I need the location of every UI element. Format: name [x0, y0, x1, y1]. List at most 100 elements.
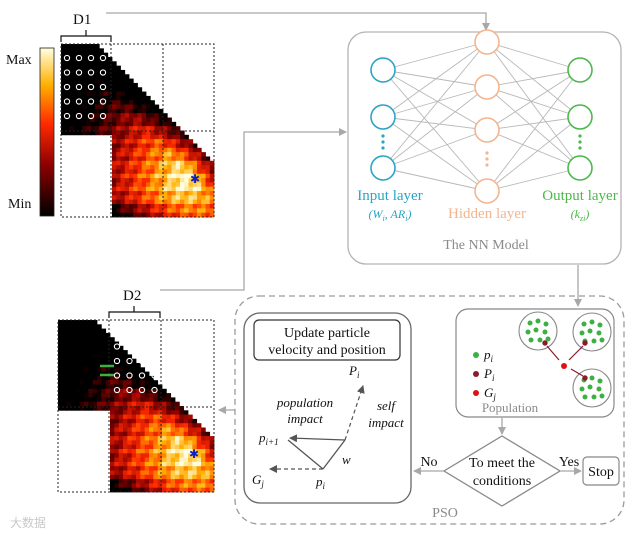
heatmap-cell: [175, 449, 180, 454]
swarm-pbest-2: [582, 340, 588, 346]
heatmap-cell: [136, 474, 141, 480]
heatmap-cell: [163, 165, 168, 170]
heatmap-cell: [112, 147, 117, 153]
heatmap-cell: [110, 436, 115, 441]
heatmap-cell: [66, 367, 72, 372]
heatmap-cell: [88, 401, 94, 407]
heatmap-cell: [166, 397, 172, 403]
heatmap-cell: [116, 65, 121, 71]
heatmap-cell: [171, 178, 177, 183]
heatmap-cell: [116, 186, 121, 192]
heatmap-cell: [97, 358, 102, 364]
heatmap-cell: [192, 160, 198, 166]
heatmap-cell: [188, 195, 194, 201]
heatmap-cell: [90, 48, 96, 54]
heatmap-cell: [99, 61, 104, 67]
heatmap-cell: [146, 195, 151, 201]
heatmap-cell: [79, 337, 85, 342]
heatmap-cell: [140, 444, 146, 450]
heatmap-cell: [201, 436, 206, 441]
heatmap-cell: [123, 461, 128, 467]
heatmap-cell: [123, 401, 128, 407]
heatmap-cell: [188, 461, 193, 467]
nn-output-ellipsis: [578, 146, 582, 150]
heatmap-cell: [163, 173, 168, 179]
heatmap-cell: [170, 418, 176, 424]
heatmap-cell: [123, 414, 128, 420]
heatmap-cell: [99, 56, 104, 62]
heatmap-cell: [110, 470, 115, 476]
heatmap-cell: [144, 397, 150, 403]
heatmap-cell: [123, 436, 128, 441]
heatmap-cell: [82, 108, 87, 114]
heatmap-cell: [78, 113, 83, 118]
heatmap-cell: [71, 401, 76, 407]
heatmap-cell: [153, 461, 159, 467]
heatmap-cell: [101, 328, 107, 334]
heatmap-cell: [116, 104, 121, 110]
heatmap-cell: [197, 195, 202, 201]
heatmap-cell: [205, 204, 211, 209]
heatmap-cell: [75, 341, 81, 347]
heatmap-cell: [71, 406, 76, 411]
heatmap-cell: [69, 91, 75, 97]
nn-output-ellipsis: [578, 134, 582, 138]
heatmap-cell: [114, 350, 120, 355]
heatmap-cell: [110, 423, 115, 428]
heatmap-cell: [137, 186, 143, 192]
heatmap-cell: [179, 474, 185, 480]
heatmap-cell: [192, 165, 198, 170]
heatmap-cell: [120, 182, 126, 188]
heatmap-cell: [105, 380, 111, 385]
heatmap-cell: [97, 388, 102, 394]
heatmap-cell: [192, 173, 198, 179]
heatmap-cell: [131, 393, 137, 398]
heatmap-cell: [131, 431, 137, 437]
heatmap-cell: [141, 160, 147, 166]
nn-edge: [486, 129, 581, 169]
heatmap-cell: [154, 182, 160, 188]
heatmap-cell: [127, 401, 133, 407]
heatmap-cell: [82, 113, 87, 118]
heatmap-cell: [140, 479, 146, 484]
heatmap-cell: [86, 117, 92, 123]
heatmap-cell: [118, 414, 124, 420]
heatmap-cell: [175, 204, 181, 209]
heatmap-cell: [157, 414, 163, 420]
heatmap-cell: [163, 147, 168, 153]
heatmap-cell: [90, 117, 96, 123]
heatmap-cell: [201, 182, 206, 188]
heatmap-cell: [166, 461, 172, 467]
heatmap-cell: [136, 444, 141, 450]
heatmap-cell: [154, 139, 160, 144]
heatmap-cell: [171, 169, 177, 175]
heatmap-cell: [101, 332, 107, 338]
heatmap-cell: [131, 375, 137, 381]
sample-point: [151, 386, 158, 394]
heatmap-cell: [82, 44, 87, 49]
heatmap-cell: [118, 453, 124, 458]
heatmap-cell: [78, 121, 83, 127]
heatmap-cell: [86, 78, 92, 84]
heatmap-cell: [153, 427, 159, 433]
heatmap-cell: [162, 418, 167, 424]
heatmap-cell: [133, 113, 138, 118]
heatmap-cell: [149, 431, 154, 437]
heatmap-cell: [61, 87, 66, 92]
heatmap-cell: [112, 95, 117, 101]
heatmap-cell: [103, 91, 109, 97]
heatmap-cell: [127, 363, 133, 368]
heatmap-cell: [101, 380, 107, 385]
heatmap-cell: [75, 367, 81, 372]
legend-label-p-i: pi: [483, 347, 494, 364]
nn-edge: [486, 41, 581, 169]
heatmap-cell: [175, 461, 180, 467]
heatmap-cell: [95, 91, 100, 97]
heatmap-cell: [84, 363, 89, 368]
heatmap-cell: [167, 160, 172, 166]
heatmap-cell: [146, 191, 151, 196]
swarm-particle: [589, 319, 595, 325]
heatmap-cell: [127, 436, 133, 441]
heatmap-cell: [97, 371, 102, 377]
heatmap-cell: [136, 423, 141, 428]
